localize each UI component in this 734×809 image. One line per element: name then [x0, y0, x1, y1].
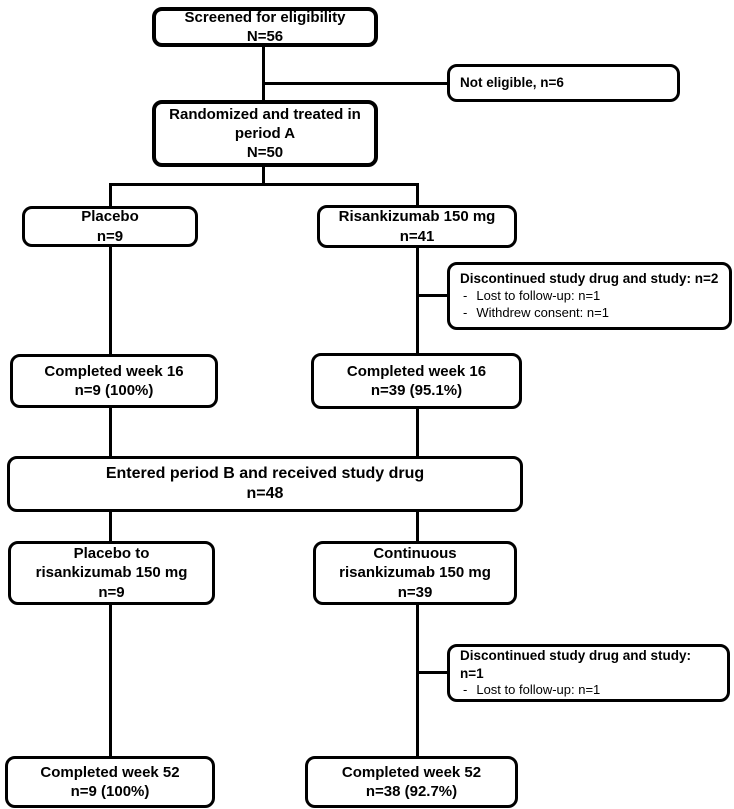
- bullet-dash: -: [463, 682, 468, 698]
- placebo-to-risa-line-1: Placebo to: [73, 545, 150, 563]
- continuous-risa-line-1: Continuous: [373, 545, 457, 563]
- completed16-risa-count: n=39 (95.1%): [370, 382, 463, 399]
- flow-box-placebo: Placebo n=9: [22, 206, 198, 247]
- period-b-title: Entered period B and received study drug: [105, 464, 425, 482]
- completed52-risa-count: n=38 (92.7%): [365, 783, 458, 800]
- randomized-count: N=50: [246, 144, 284, 162]
- bullet-dash: -: [463, 304, 468, 320]
- flow-box-risankizumab: Risankizumab 150 mg n=41: [317, 205, 517, 248]
- continuous-risa-count: n=39: [397, 583, 433, 601]
- randomized-line-1: Randomized and treated in: [169, 105, 361, 123]
- discontinued-a-item-2: - Withdrew consent: n=1: [460, 305, 609, 322]
- discontinued-b-item-1: - Lost to follow-up: n=1: [460, 682, 600, 699]
- completed52-placebo-title: Completed week 52: [40, 763, 180, 781]
- flow-box-period-b: Entered period B and received study drug…: [7, 456, 523, 512]
- period-b-count: n=48: [246, 485, 284, 502]
- flow-box-randomized: Randomized and treated in period A N=50: [152, 100, 378, 167]
- bullet-dash: -: [463, 287, 468, 303]
- placebo-count: n=9: [96, 227, 124, 245]
- completed52-risa-title: Completed week 52: [341, 763, 482, 781]
- completed16-risa-title: Completed week 16: [346, 362, 487, 380]
- connector-risankizumab-to-week16: [416, 245, 419, 355]
- discontinued-a-item-2-text: Withdrew consent: n=1: [476, 304, 609, 320]
- discontinued-a-title: Discontinued study drug and study: n=2: [460, 271, 719, 287]
- connector-week16-left-to-period-b: [109, 406, 112, 458]
- not-eligible-title: Not eligible, n=6: [460, 75, 564, 91]
- flow-box-discontinued-b: Discontinued study drug and study: n=1 -…: [447, 644, 730, 702]
- connector-period-b-to-continuous-arm: [416, 510, 419, 543]
- flow-box-placebo-to-risa: Placebo to risankizumab 150 mg n=9: [8, 541, 215, 605]
- screened-title: Screened for eligibility: [184, 8, 346, 26]
- connector-randomized-to-split: [262, 165, 265, 185]
- completed16-placebo-title: Completed week 16: [44, 362, 184, 380]
- flow-box-completed16-placebo: Completed week 16 n=9 (100%): [10, 354, 218, 408]
- connector-period-b-to-placebo-arm: [109, 510, 112, 543]
- connector-to-discontinued-b: [416, 671, 448, 674]
- connector-placebo-arm-to-week52: [109, 603, 112, 758]
- placebo-title: Placebo: [81, 208, 139, 226]
- placebo-to-risa-count: n=9: [98, 583, 125, 601]
- connector-screened-to-randomized: [262, 45, 265, 102]
- discontinued-a-item-1: - Lost to follow-up: n=1: [460, 288, 600, 305]
- flow-box-screened: Screened for eligibility N=56: [152, 7, 378, 47]
- connector-split-bar: [109, 183, 419, 186]
- connector-to-not-eligible: [262, 82, 448, 85]
- completed52-placebo-count: n=9 (100%): [70, 783, 150, 800]
- screened-count: N=56: [246, 28, 284, 45]
- connector-split-to-placebo: [109, 183, 112, 208]
- randomized-line-2: period A: [234, 124, 296, 142]
- risankizumab-title: Risankizumab 150 mg: [338, 208, 496, 226]
- discontinued-b-item-1-text: Lost to follow-up: n=1: [476, 682, 601, 698]
- connector-continuous-arm-to-week52: [416, 603, 419, 758]
- flow-box-discontinued-a: Discontinued study drug and study: n=2 -…: [447, 262, 732, 330]
- flow-box-completed52-risa: Completed week 52 n=38 (92.7%): [305, 756, 518, 808]
- connector-split-to-risankizumab: [416, 183, 419, 207]
- connector-week16-right-to-period-b: [416, 408, 419, 458]
- flow-box-not-eligible: Not eligible, n=6: [447, 64, 680, 102]
- flow-box-completed52-placebo: Completed week 52 n=9 (100%): [5, 756, 215, 808]
- discontinued-a-item-1-text: Lost to follow-up: n=1: [476, 287, 601, 303]
- risankizumab-count: n=41: [399, 227, 435, 245]
- flow-box-completed16-risa: Completed week 16 n=39 (95.1%): [311, 353, 522, 409]
- continuous-risa-line-2: risankizumab 150 mg: [339, 564, 491, 582]
- completed16-placebo-count: n=9 (100%): [74, 382, 154, 399]
- connector-placebo-to-week16: [109, 245, 112, 356]
- placebo-to-risa-line-2: risankizumab 150 mg: [35, 564, 188, 582]
- connector-to-discontinued-a: [416, 294, 448, 297]
- flow-box-continuous-risa: Continuous risankizumab 150 mg n=39: [313, 541, 517, 605]
- discontinued-b-title: Discontinued study drug and study: n=1: [460, 648, 692, 681]
